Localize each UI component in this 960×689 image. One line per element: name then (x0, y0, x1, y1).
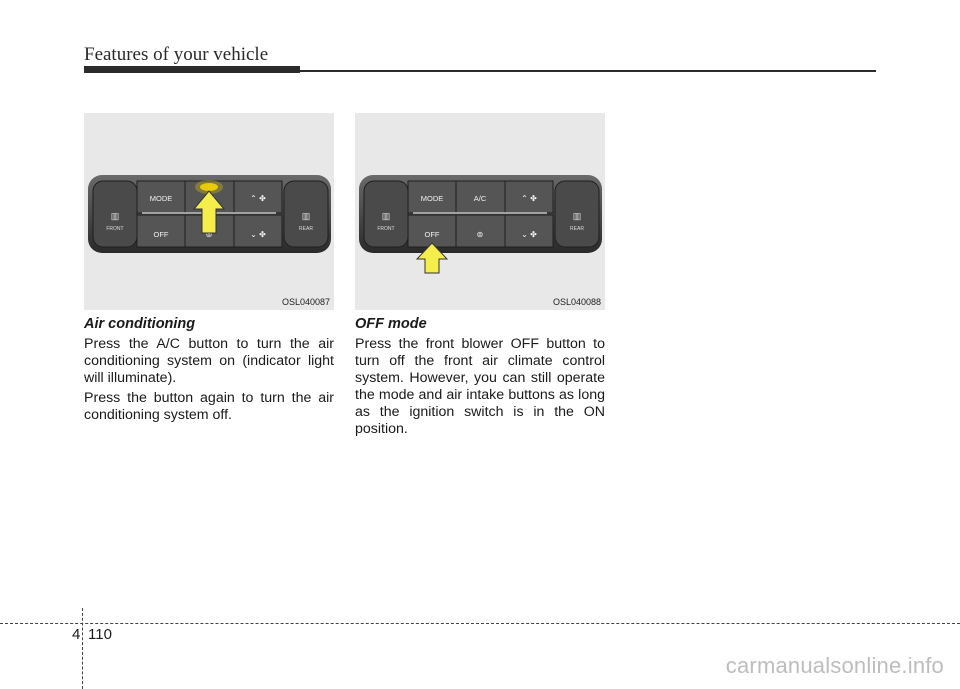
pointer-arrow-icon (192, 190, 226, 234)
fan-up-button (504, 180, 554, 214)
ac-label: A/C (474, 194, 487, 203)
front-defrost-button (363, 180, 409, 248)
ac-button (455, 180, 506, 214)
rear-label: REAR (570, 226, 584, 232)
section-title-air-conditioning: Air conditioning (84, 316, 196, 332)
front-label: FRONT (106, 226, 123, 232)
fan-down-button (233, 214, 283, 248)
climate-control-panel-illustration: ▥ FRONT MODE A/C ⌃ ✤ OFF ⊚ ⌄ ✤ ▥ REAR (359, 175, 602, 274)
watermark: carmanualsonline.info (725, 653, 944, 678)
recirculation-icon: ⊚ (206, 230, 213, 239)
indicator-glow (195, 180, 223, 194)
mode-label: MODE (150, 194, 173, 203)
recirculation-icon: ⊚ (477, 230, 484, 239)
chapter-number: 4 (72, 626, 81, 643)
figure-ac-panel: ▥ FRONT MODE A/C ⌃ ✤ OFF ⊚ ⌄ ✤ ▥ REAR OS… (84, 113, 334, 310)
paragraph: Press the button again to turn the air c… (84, 390, 334, 423)
mode-button (136, 180, 186, 214)
fan-down-icon: ⌄ ✤ (521, 230, 537, 239)
off-button (407, 214, 457, 248)
fan-up-icon: ⌃ ✤ (250, 194, 266, 203)
paragraph: Press the front blower OFF button to tur… (355, 336, 605, 437)
mode-label: MODE (421, 194, 444, 203)
front-defrost-button (92, 180, 138, 248)
fan-down-button (504, 214, 554, 248)
defrost-icon: ▥ (382, 211, 391, 221)
fan-up-icon: ⌃ ✤ (521, 194, 537, 203)
fan-up-button (233, 180, 283, 214)
front-label: FRONT (377, 226, 394, 232)
rear-defrost-icon: ▥ (302, 211, 311, 221)
section-title-off-mode: OFF mode (355, 316, 427, 332)
header-rule-thin (300, 70, 876, 72)
fan-down-icon: ⌄ ✤ (250, 230, 266, 239)
page-header-title: Features of your vehicle (84, 44, 269, 65)
rear-defrost-button (554, 180, 600, 248)
climate-control-panel-illustration: ▥ FRONT MODE A/C ⌃ ✤ OFF ⊚ ⌄ ✤ ▥ REAR (88, 175, 331, 253)
ac-indicator-light (200, 183, 218, 191)
footer-vertical-rule (82, 608, 83, 689)
rear-defrost-button (283, 180, 329, 248)
figure-code: OSL040088 (552, 297, 601, 307)
defrost-icon: ▥ (111, 211, 120, 221)
off-label: OFF (425, 230, 440, 239)
header-rule-thick (84, 66, 300, 73)
off-label: OFF (154, 230, 169, 239)
pointer-arrow-icon (415, 242, 449, 274)
footer-rule (0, 623, 960, 624)
recirculation-button (455, 214, 506, 248)
paragraph: Press the A/C button to turn the air con… (84, 336, 334, 386)
rear-defrost-icon: ▥ (573, 211, 582, 221)
page-number: 110 (88, 626, 112, 643)
figure-code: OSL040087 (281, 297, 330, 307)
rear-label: REAR (299, 226, 313, 232)
mode-button (407, 180, 457, 214)
figure-off-panel: ▥ FRONT MODE A/C ⌃ ✤ OFF ⊚ ⌄ ✤ ▥ REAR OS… (355, 113, 605, 310)
